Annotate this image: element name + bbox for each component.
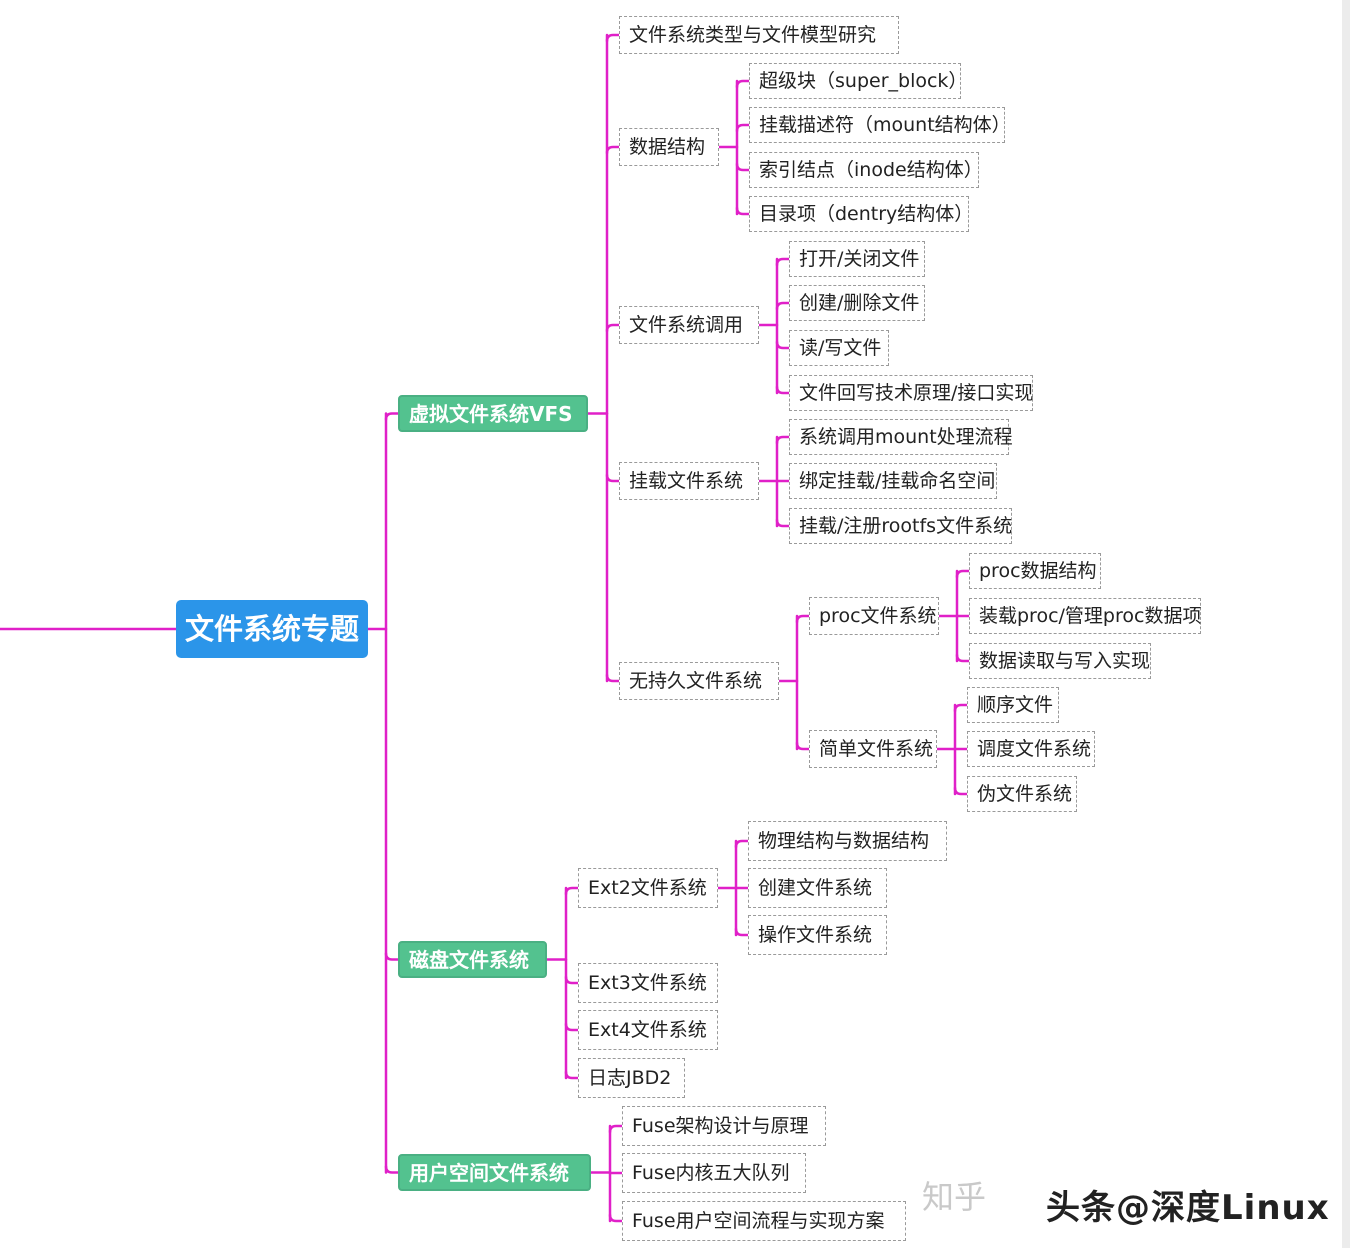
node-fuse-architecture[interactable]: Fuse架构设计与原理 [622,1106,826,1146]
node-create-fs[interactable]: 创建文件系统 [748,868,887,908]
node-data-structures-link-line [605,145,621,155]
node-fuse-userspace-flow-link-line [608,1213,624,1223]
node-fuse-userspace-flow[interactable]: Fuse用户空间流程与实现方案 [622,1201,906,1241]
node-mount-syscall-flow-link-line [775,435,791,445]
root-node[interactable]: 文件系统专题 [176,600,368,658]
watermark-toutiao: 头条@深度Linux [1046,1188,1330,1228]
node-read-write-file[interactable]: 读/写文件 [789,330,889,366]
node-inode-link-line [735,162,751,172]
node-read-write-file-link-line [775,340,791,350]
node-nonpersistent-fs[interactable]: 无持久文件系统 [619,662,779,700]
node-ext2-link-line [564,886,580,896]
node-fuse-kernel-queues[interactable]: Fuse内核五大队列 [622,1153,806,1193]
node-fuse-architecture-link-line [608,1124,624,1134]
node-pseudo-fs[interactable]: 伪文件系统 [967,776,1077,812]
node-super-block[interactable]: 超级块（super_block） [749,63,967,99]
node-pseudo-fs-link-line [953,786,969,796]
node-proc-data-structures-link-line [955,569,971,579]
node-rootfs-link-line [775,518,791,528]
node-operate-fs-link-line [734,927,750,937]
node-simple-fs[interactable]: 简单文件系统 [809,730,937,768]
watermark-zhihu: 知乎 [922,1178,987,1216]
node-bind-mount-namespace[interactable]: 绑定挂载/挂载命名空间 [789,463,997,499]
node-data-read-write-link-line [955,653,971,663]
node-load-proc-manage[interactable]: 装载proc/管理proc数据项 [969,598,1201,634]
node-ext3-link-line [564,975,580,985]
node-mount-fs-link-line [605,473,621,483]
node-operate-fs[interactable]: 操作文件系统 [748,915,887,955]
node-nonpersistent-fs-link-line [605,673,621,683]
node-ext3[interactable]: Ext3文件系统 [578,963,718,1003]
node-fs-syscalls-link-line [605,323,621,333]
node-mount-syscall-flow[interactable]: 系统调用mount处理流程 [789,419,1013,455]
node-writeback-link-line [775,385,791,395]
branch-disk-fs[interactable]: 磁盘文件系统 [398,941,547,978]
node-debug-fs[interactable]: 调度文件系统 [967,731,1095,767]
node-dentry-link-line [735,206,751,216]
branch-disk-fs-link-line [384,952,400,961]
node-open-close-file-link-line [775,257,791,267]
node-ext4[interactable]: Ext4文件系统 [578,1010,718,1050]
node-jbd2-link-line [564,1070,580,1080]
node-rootfs[interactable]: 挂载/注册rootfs文件系统 [789,508,1012,544]
node-simple-fs-link-line [795,741,811,751]
node-mount-descriptor[interactable]: 挂载描述符（mount结构体） [749,107,1011,143]
node-create-delete-file[interactable]: 创建/删除文件 [789,285,925,321]
branch-vfs-link-line [384,412,400,421]
node-open-close-file[interactable]: 打开/关闭文件 [789,241,925,277]
node-ext2[interactable]: Ext2文件系统 [578,868,718,908]
node-dentry[interactable]: 目录项（dentry结构体） [749,196,973,232]
node-seq-file[interactable]: 顺序文件 [967,687,1059,723]
node-physical-structure[interactable]: 物理结构与数据结构 [748,821,947,861]
node-fs-type-research[interactable]: 文件系统类型与文件模型研究 [619,16,899,54]
window-edge [1342,0,1350,1248]
node-data-read-write[interactable]: 数据读取与写入实现 [969,643,1151,679]
branch-vfs[interactable]: 虚拟文件系统VFS [398,395,588,432]
node-fs-syscalls[interactable]: 文件系统调用 [619,306,759,344]
node-writeback[interactable]: 文件回写技术原理/接口实现 [789,375,1033,411]
node-seq-file-link-line [953,703,969,713]
branch-user-space-fs-link-line [384,1165,400,1174]
node-super-block-link-line [735,79,751,89]
node-physical-structure-link-line [734,839,750,849]
node-proc-data-structures[interactable]: proc数据结构 [969,553,1101,589]
node-ext4-link-line [564,1022,580,1032]
node-mount-fs[interactable]: 挂载文件系统 [619,462,759,500]
node-inode[interactable]: 索引结点（inode结构体） [749,152,983,188]
node-data-structures[interactable]: 数据结构 [619,128,719,166]
node-mount-descriptor-link-line [735,123,751,133]
node-proc-fs-link-line [795,614,811,624]
node-create-delete-file-link-line [775,301,791,311]
node-proc-fs[interactable]: proc文件系统 [809,597,939,635]
node-fs-type-research-link-line [605,33,621,43]
branch-user-space-fs[interactable]: 用户空间文件系统 [398,1154,591,1191]
node-jbd2[interactable]: 日志JBD2 [578,1058,685,1098]
